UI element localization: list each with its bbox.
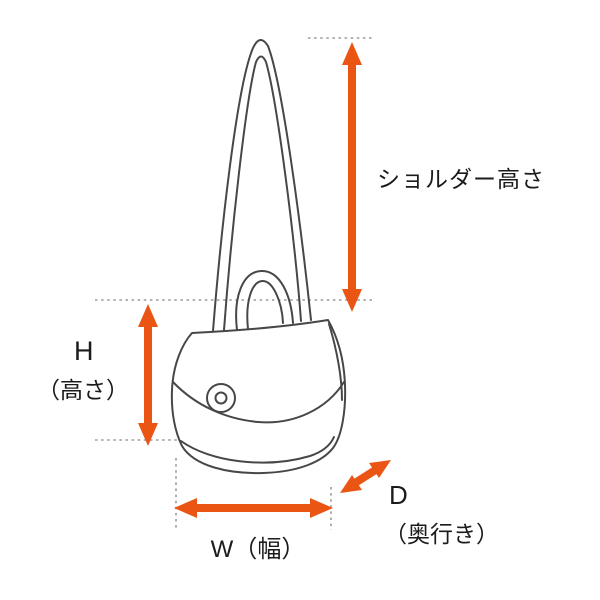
bag-side-seam: [328, 323, 343, 401]
arrow-head-lower: [340, 475, 362, 493]
height-arrow: [138, 304, 158, 446]
depth-arrow: [340, 460, 391, 493]
handle-inner-line: [246, 280, 284, 330]
bag-bottom-seam: [180, 436, 335, 464]
depth-kanji-label: （奥行き）: [384, 521, 499, 547]
arrow-head-upper: [369, 460, 391, 478]
bag-body: [170, 319, 347, 475]
bag-flap-edge: [172, 381, 345, 424]
strap-outer-line: [212, 39, 312, 332]
shoulder-height-label: ショルダー高さ: [377, 166, 545, 192]
arrow-head-down: [342, 289, 362, 312]
arrow-shaft: [352, 465, 380, 487]
handle-outer-line: [235, 269, 294, 331]
bag-drawing: [170, 39, 347, 475]
shoulder-height-arrow: [342, 42, 362, 312]
arrow-head-down: [138, 423, 158, 446]
guide-lines: [95, 37, 374, 530]
height-letter-label: H: [74, 336, 94, 366]
arrow-head-up: [138, 304, 158, 327]
arrow-head-up: [342, 42, 362, 65]
width-arrow: [174, 498, 333, 518]
width-label: W（幅）: [210, 536, 306, 563]
arrow-head-left: [174, 498, 197, 518]
clasp-outer-circle: [206, 383, 236, 413]
clasp-inner-circle: [214, 391, 228, 405]
height-kanji-label: （高さ）: [37, 377, 129, 403]
arrow-head-right: [310, 498, 333, 518]
depth-letter-label: D: [389, 480, 408, 510]
strap-inner-line: [223, 55, 302, 331]
